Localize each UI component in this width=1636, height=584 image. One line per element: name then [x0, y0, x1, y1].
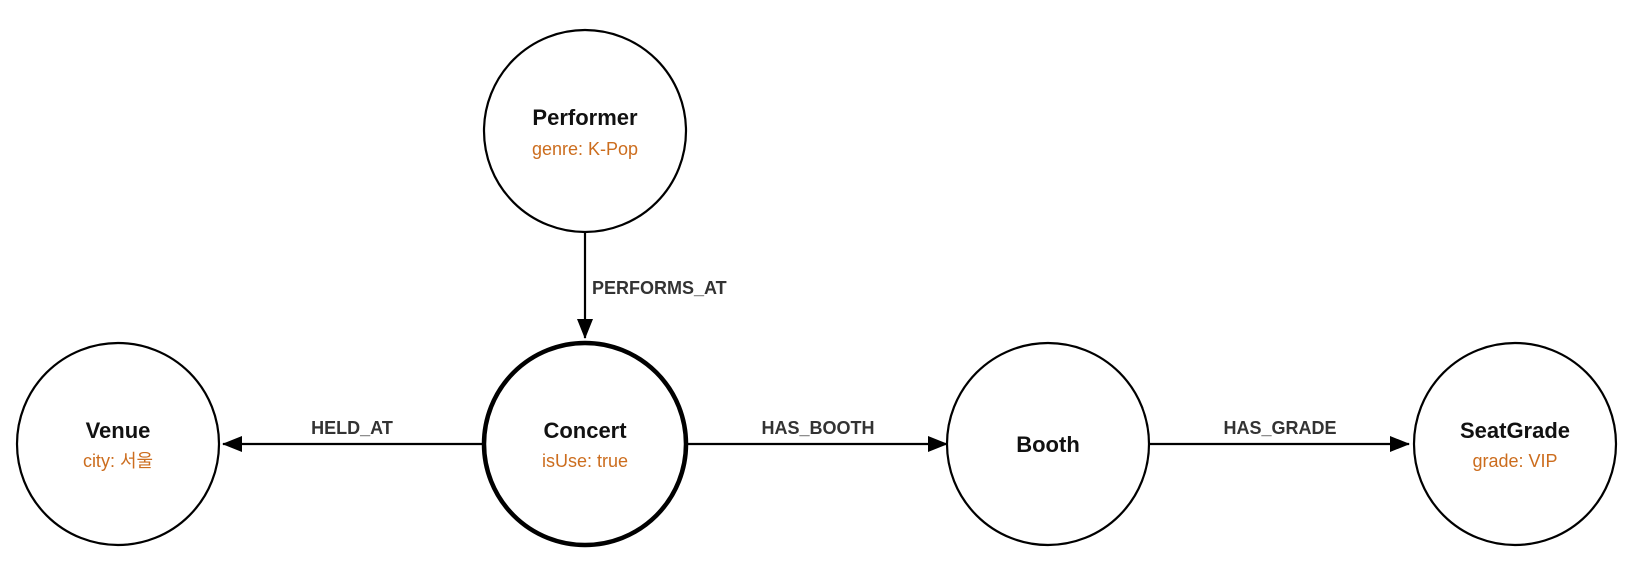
node-performer-circle: [482, 28, 688, 234]
edge-performs-at: PERFORMS_AT: [577, 229, 727, 339]
node-booth[interactable]: Booth: [945, 341, 1151, 547]
node-venue[interactable]: Venue city: 서울: [15, 341, 221, 547]
node-seatgrade-label: SeatGrade: [1460, 418, 1570, 443]
node-concert-property: isUse: true: [542, 451, 628, 471]
node-venue-property: city: 서울: [83, 451, 153, 471]
node-seatgrade-property: grade: VIP: [1472, 451, 1557, 471]
node-performer[interactable]: Performer genre: K-Pop: [482, 28, 688, 234]
edge-label-held-at: HELD_AT: [311, 418, 393, 438]
node-booth-circle: [945, 341, 1151, 547]
node-seatgrade-circle: [1412, 341, 1618, 547]
node-concert[interactable]: Concert isUse: true: [481, 340, 689, 548]
edge-has-booth: HAS_BOOTH: [687, 418, 948, 452]
node-concert-label: Concert: [543, 418, 627, 443]
edge-label-has-grade: HAS_GRADE: [1223, 418, 1336, 438]
edge-held-at: HELD_AT: [222, 418, 484, 452]
node-seatgrade[interactable]: SeatGrade grade: VIP: [1412, 341, 1618, 547]
node-concert-circle: [481, 340, 689, 548]
node-booth-label: Booth: [1016, 432, 1080, 457]
edge-has-grade: HAS_GRADE: [1149, 418, 1410, 452]
edge-label-has-booth: HAS_BOOTH: [761, 418, 874, 438]
node-performer-property: genre: K-Pop: [532, 139, 638, 159]
node-performer-label: Performer: [532, 105, 638, 130]
node-venue-label: Venue: [86, 418, 151, 443]
node-venue-circle: [15, 341, 221, 547]
edge-label-performs-at: PERFORMS_AT: [592, 278, 727, 298]
